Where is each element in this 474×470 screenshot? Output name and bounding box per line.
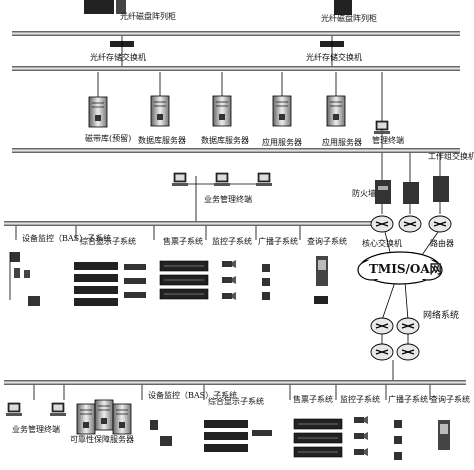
reliability-server-label: 可靠性保障服务器 — [70, 434, 134, 444]
top-subsystem-links — [15, 226, 301, 240]
top-control-devices — [222, 260, 236, 300]
router-label: 路由器 — [430, 238, 454, 248]
tmis-cloud — [357, 251, 443, 285]
workgroup-switch-label: 工作组交换机 — [428, 151, 474, 161]
bottom-display-devices — [204, 420, 272, 452]
station-bus-bottom — [4, 380, 466, 385]
bottom-display-label: 综合显示子系统 — [208, 396, 264, 406]
top-terminal-2-icon — [213, 172, 231, 187]
network-router-1-icon — [370, 317, 394, 335]
fiber-array-left — [84, 0, 126, 14]
tape-library-label: 磁带库(预留) — [85, 133, 131, 143]
fiber-switch-left-label: 光纤存储交换机 — [90, 52, 146, 62]
server-links — [97, 36, 383, 148]
server-bus — [12, 66, 460, 71]
bottom-broadcast-label: 广播子系统 — [388, 394, 428, 404]
core-switch-label: 核心交换机 — [362, 238, 402, 248]
tmis-cloud-label: TMIS/OA网 — [369, 262, 442, 276]
bottom-bas-label: 设备监控（BAS）子系统 — [148, 390, 237, 400]
bottom-terminal-label: 业务管理终端 — [12, 424, 60, 434]
core-switch-2-icon — [398, 215, 422, 233]
tape-library-icon — [88, 96, 108, 128]
network-system-label: 网络系统 — [423, 309, 459, 321]
top-terminal-3-icon — [255, 172, 273, 187]
top-broadcast-devices — [262, 264, 270, 300]
core-bus — [12, 148, 460, 153]
top-query-devices — [314, 256, 328, 304]
top-ticket-devices — [159, 260, 209, 300]
fiber-switch-right-label: 光纤存储交换机 — [306, 52, 362, 62]
bottom-ticket-devices — [293, 418, 343, 458]
bottom-bas-devices — [150, 420, 172, 446]
bottom-query-devices — [438, 420, 450, 450]
bottom-ticket-label: 售票子系统 — [293, 394, 333, 404]
bottom-query-label: 查询子系统 — [430, 394, 470, 404]
app-server-1-label: 应用服务器 — [262, 137, 302, 147]
bottom-terminal-1-icon — [5, 402, 23, 417]
bottom-control-devices — [354, 416, 368, 456]
bottom-terminal-2-icon — [49, 402, 67, 417]
db-server-1-label: 数据库服务器 — [138, 135, 186, 145]
admin-terminal-icon — [373, 120, 391, 135]
top-query-label: 查询子系统 — [307, 236, 347, 246]
app-server-2-label: 应用服务器 — [322, 137, 362, 147]
db-server-2-label: 数据库服务器 — [201, 135, 249, 145]
fiber-array-right-label: 光纤磁盘阵列柜 — [321, 13, 377, 23]
reliability-server-icons — [76, 399, 132, 435]
top-bas-devices — [9, 252, 40, 306]
app-server-2-icon — [326, 95, 346, 127]
fiber-array-right — [334, 0, 352, 15]
network-router-2-icon — [396, 317, 420, 335]
firewall-icon — [375, 180, 391, 204]
core-switch-icon — [370, 215, 394, 233]
top-terminal-label: 业务管理终端 — [204, 194, 252, 204]
bottom-subsystem-links — [33, 385, 431, 400]
firewall-label: 防火墙 — [352, 188, 376, 198]
network-router-3-icon — [370, 343, 394, 361]
bottom-broadcast-devices — [394, 420, 402, 460]
router-icon — [428, 215, 452, 233]
top-display-label: 综合显示子系统 — [80, 236, 136, 246]
admin-terminal-label: 管理终端 — [372, 135, 404, 145]
storage-bus — [12, 31, 460, 36]
top-control-label: 监控子系统 — [212, 236, 252, 246]
workgroup-switch-icon — [403, 176, 449, 204]
fiber-array-left-label: 光纤磁盘阵列柜 — [120, 11, 176, 21]
db-server-2-icon — [212, 95, 232, 127]
bottom-control-label: 监控子系统 — [340, 394, 380, 404]
top-bas-label: 设备监控（BAS）子系统 — [22, 233, 111, 243]
db-server-1-icon — [150, 95, 170, 127]
top-ticket-label: 售票子系统 — [163, 236, 203, 246]
station-bus-top — [4, 221, 372, 226]
top-display-devices — [74, 262, 146, 306]
network-router-4-icon — [396, 343, 420, 361]
top-terminal-1-icon — [171, 172, 189, 187]
app-server-1-icon — [272, 95, 292, 127]
top-broadcast-label: 广播子系统 — [258, 236, 298, 246]
